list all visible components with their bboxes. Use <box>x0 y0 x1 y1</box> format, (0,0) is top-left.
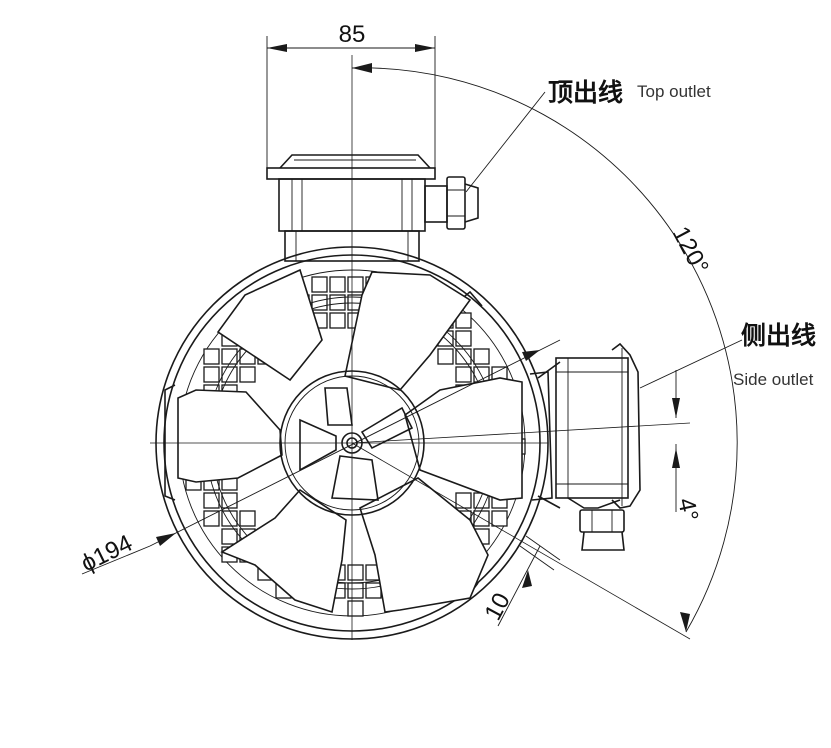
fan-blades <box>177 268 523 614</box>
top-outlet-label-en: Top outlet <box>637 82 711 101</box>
diameter-value: ϕ194 <box>77 530 137 578</box>
grill-square <box>473 348 490 365</box>
grill-square <box>329 312 346 329</box>
grill-square <box>455 492 472 509</box>
leader-lines <box>465 91 743 389</box>
fan-blade <box>359 477 489 613</box>
grill-square <box>491 510 508 527</box>
grill-square <box>203 492 220 509</box>
grill-square <box>347 564 364 581</box>
fan-blade <box>177 389 283 483</box>
side-cable-gland <box>567 497 625 551</box>
fan-blade <box>216 268 323 382</box>
angle-120-value: 120° <box>667 222 714 279</box>
width-dimension-value: 85 <box>339 21 366 48</box>
grill-square <box>329 294 346 311</box>
grill-square <box>239 510 256 527</box>
grill-square <box>311 276 328 293</box>
fan-blade <box>220 488 347 614</box>
top-terminal-box <box>266 154 436 262</box>
angle-4-value: 4° <box>672 496 703 524</box>
grill-square <box>203 366 220 383</box>
grill-square <box>203 510 220 527</box>
grill-square <box>221 528 238 545</box>
grill-square <box>455 366 472 383</box>
top-cable-gland <box>424 176 479 230</box>
fan-blade <box>344 271 472 391</box>
side-outlet-label-en: Side outlet <box>733 370 814 389</box>
grill-square <box>365 582 382 599</box>
fan-blade <box>404 377 523 501</box>
offset-value: 10 <box>479 589 515 625</box>
grill-square <box>347 582 364 599</box>
side-outlet-label-cn: 侧出线 <box>741 321 816 350</box>
grill-square <box>329 276 346 293</box>
width-dimension: 85 <box>266 21 436 170</box>
grill-square <box>347 276 364 293</box>
side-terminal-box <box>555 342 641 509</box>
grill-square <box>203 348 220 365</box>
angle-4-dimension: 4° <box>672 370 703 524</box>
center-lines <box>150 55 691 640</box>
grill-square <box>455 330 472 347</box>
top-outlet-label-cn: 顶出线 <box>548 78 623 107</box>
grill-square <box>437 348 454 365</box>
grill-square <box>347 600 364 617</box>
grill-square <box>239 366 256 383</box>
